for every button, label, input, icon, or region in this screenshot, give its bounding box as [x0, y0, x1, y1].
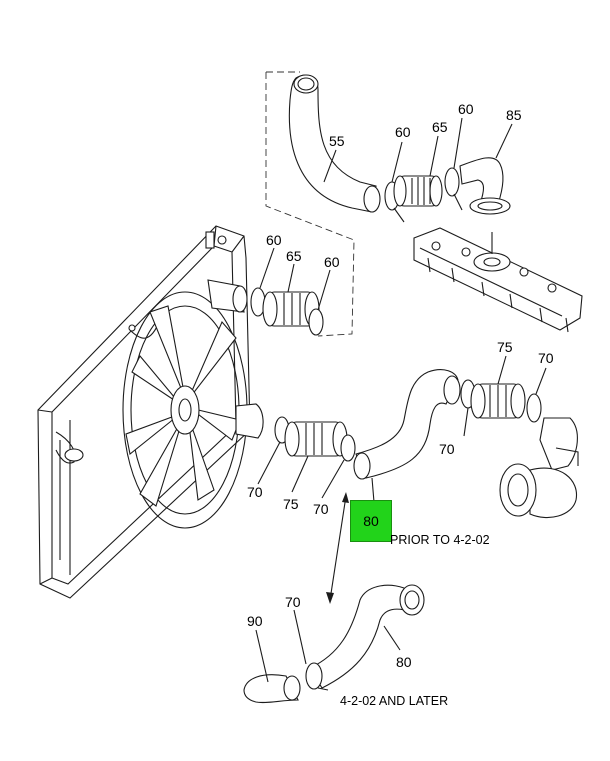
- highlighted-callout-label: 80: [363, 513, 379, 529]
- direction-arrow: [326, 492, 349, 604]
- hose-55: [288, 74, 381, 213]
- intake-manifold: [413, 227, 583, 333]
- callout-55[interactable]: 55: [329, 133, 345, 149]
- callout-70[interactable]: 70: [439, 441, 455, 457]
- callout-70[interactable]: 70: [247, 484, 263, 500]
- hose-80-later: [243, 584, 425, 704]
- callout-65[interactable]: 65: [286, 248, 302, 264]
- turbo-outlet: [499, 417, 579, 518]
- callout-80[interactable]: 80: [396, 654, 412, 670]
- callout-70[interactable]: 70: [538, 350, 554, 366]
- middle-hose-set: [207, 279, 324, 336]
- leader-lines: [255, 117, 547, 683]
- callout-60[interactable]: 60: [324, 254, 340, 270]
- upper-coupler: [384, 167, 463, 223]
- fan: [122, 291, 248, 529]
- note-later: 4-2-02 AND LATER: [340, 694, 449, 708]
- elbow-85: [459, 157, 511, 215]
- callout-60[interactable]: 60: [395, 124, 411, 140]
- callout-70[interactable]: 70: [313, 501, 329, 517]
- callout-60[interactable]: 60: [266, 232, 282, 248]
- phantom-outline: [265, 71, 355, 337]
- radiator: [37, 225, 251, 599]
- callout-90[interactable]: 90: [247, 613, 263, 629]
- highlighted-callout-80[interactable]: 80: [350, 500, 392, 542]
- callout-60[interactable]: 60: [458, 101, 474, 117]
- note-prior: PRIOR TO 4-2-02: [390, 533, 490, 547]
- callout-85[interactable]: 85: [506, 107, 522, 123]
- right-coupler: [460, 379, 542, 423]
- callout-75[interactable]: 75: [283, 496, 299, 512]
- lower-left-hose-set: [235, 403, 356, 462]
- hose-80-prior: [353, 369, 461, 480]
- callout-70[interactable]: 70: [285, 594, 301, 610]
- highlight-fill: [350, 500, 392, 542]
- callout-75[interactable]: 75: [497, 339, 513, 355]
- callout-65[interactable]: 65: [432, 119, 448, 135]
